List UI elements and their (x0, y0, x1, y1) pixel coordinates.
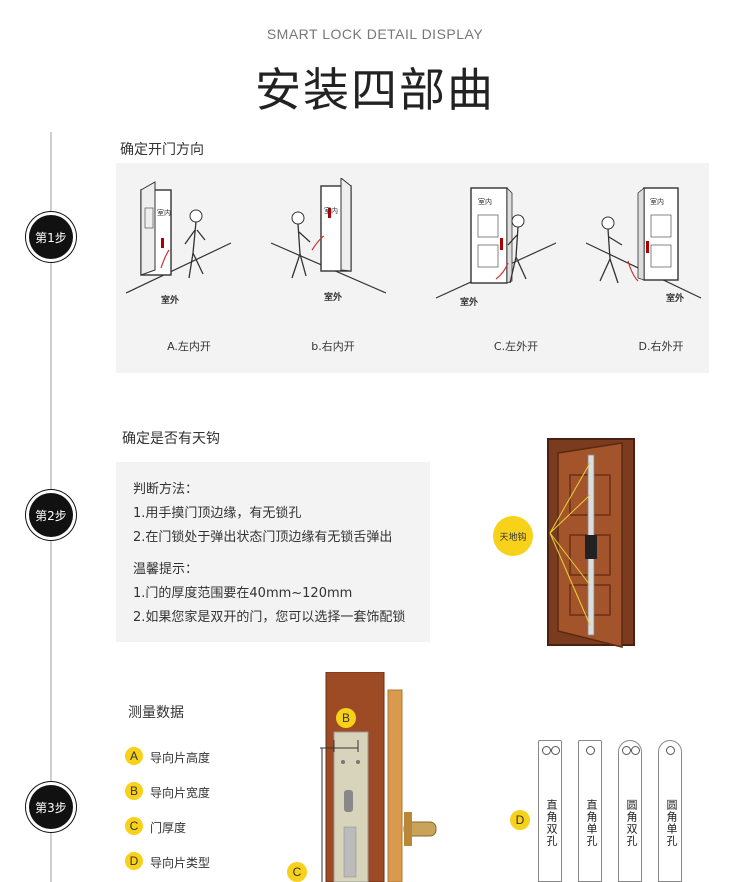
step-3-badge: 第3步 (29, 785, 73, 829)
door-caption-a: A.左内开 (167, 340, 211, 353)
hook-check-panel: 判断方法： 1.用手摸门顶边缘，有无锁孔 2.在门锁处于弹出状态门顶边缘有无锁舌… (116, 462, 430, 642)
page-subtitle: SMART LOCK DETAIL DISPLAY (266, 26, 484, 42)
hook-callout-badge: 天地钩 (493, 516, 533, 556)
door-caption-b: b.右内开 (311, 340, 355, 353)
door-a-outside-label: 室外 (161, 296, 180, 306)
plate-round-single: 圆角单孔 (658, 740, 682, 882)
plate-hole (586, 746, 595, 755)
measure-letter-d: D (125, 852, 143, 870)
door-left-out-illustration (435, 187, 557, 299)
plate-round-double: 圆角双孔 (618, 740, 642, 882)
door-diagram-right-out: 室内 室外 (576, 183, 706, 313)
plate-hole (622, 746, 631, 755)
measure-letter-c: C (125, 817, 143, 835)
door-d-inside-label: 室内 (650, 198, 664, 206)
step-1-badge: 第1步 (29, 215, 73, 259)
tip-title: 温馨提示： (133, 562, 199, 577)
diagram-letter-b: B (336, 708, 356, 728)
tip-line-2: 2.如果您家是双开的门，您可以选择一套饰配锁 (133, 610, 406, 625)
measure-letter-a: A (125, 747, 143, 765)
section3-heading: 测量数据 (128, 705, 184, 721)
plate-hole (631, 746, 640, 755)
door-a-inside-label: 室内 (157, 209, 171, 217)
diagram-letter-d: D (510, 810, 530, 830)
section1-heading: 确定开门方向 (120, 142, 204, 158)
security-door-illustration (547, 438, 635, 648)
measure-item-c: 门厚度 (150, 821, 187, 835)
door-right-out-illustration (585, 187, 702, 299)
door-c-outside-label: 室外 (460, 298, 479, 308)
door-b-outside-label: 室外 (324, 293, 343, 303)
door-caption-c: C.左外开 (493, 340, 539, 353)
method-line-2: 2.在门锁处于弹出状态门顶边缘有无锁舌弹出 (133, 530, 393, 545)
door-diagram-left-out: 室内 室外 (416, 183, 557, 313)
section2-heading: 确定是否有天钩 (122, 431, 220, 447)
plate-square-single: 直角单孔 (578, 740, 602, 882)
measure-item-d: 导向片类型 (150, 856, 211, 870)
method-line-1: 1.用手摸门顶边缘，有无锁孔 (133, 506, 302, 521)
plate-hole (551, 746, 560, 755)
door-d-outside-label: 室外 (666, 294, 685, 304)
measure-item-a: 导向片高度 (150, 751, 211, 765)
plate-label-3: 圆角双孔 (625, 799, 638, 847)
plate-square-double: 直角双孔 (538, 740, 562, 882)
plate-label-1: 直角双孔 (545, 799, 558, 847)
door-left-in-illustration (125, 181, 232, 294)
page-title: 安装四部曲 (255, 63, 495, 117)
plate-hole (542, 746, 551, 755)
step-2-badge: 第2步 (29, 493, 73, 537)
plate-label-4: 圆角单孔 (665, 799, 678, 847)
plate-hole (666, 746, 675, 755)
door-diagram-right-in: 室内 室外 (266, 176, 401, 308)
door-direction-panel: 室内 室外 A.左内开 室内 室外 b.右内开 室内 (116, 163, 709, 373)
door-edge-diagram (320, 672, 437, 882)
door-c-inside-label: 室内 (478, 198, 492, 206)
door-diagram-left-in: 室内 室外 (121, 178, 256, 308)
tip-line-1: 1.门的厚度范围要在40mm~120mm (133, 586, 353, 601)
door-caption-d: D.右外开 (638, 340, 684, 353)
measure-item-b: 导向片宽度 (150, 786, 211, 800)
plate-label-2: 直角单孔 (585, 799, 598, 847)
diagram-letter-c: C (287, 862, 307, 882)
door-b-inside-label: 室内 (324, 207, 338, 215)
measure-letter-b: B (125, 782, 143, 800)
door-right-in-illustration (270, 176, 387, 294)
method-title: 判断方法： (133, 482, 199, 497)
